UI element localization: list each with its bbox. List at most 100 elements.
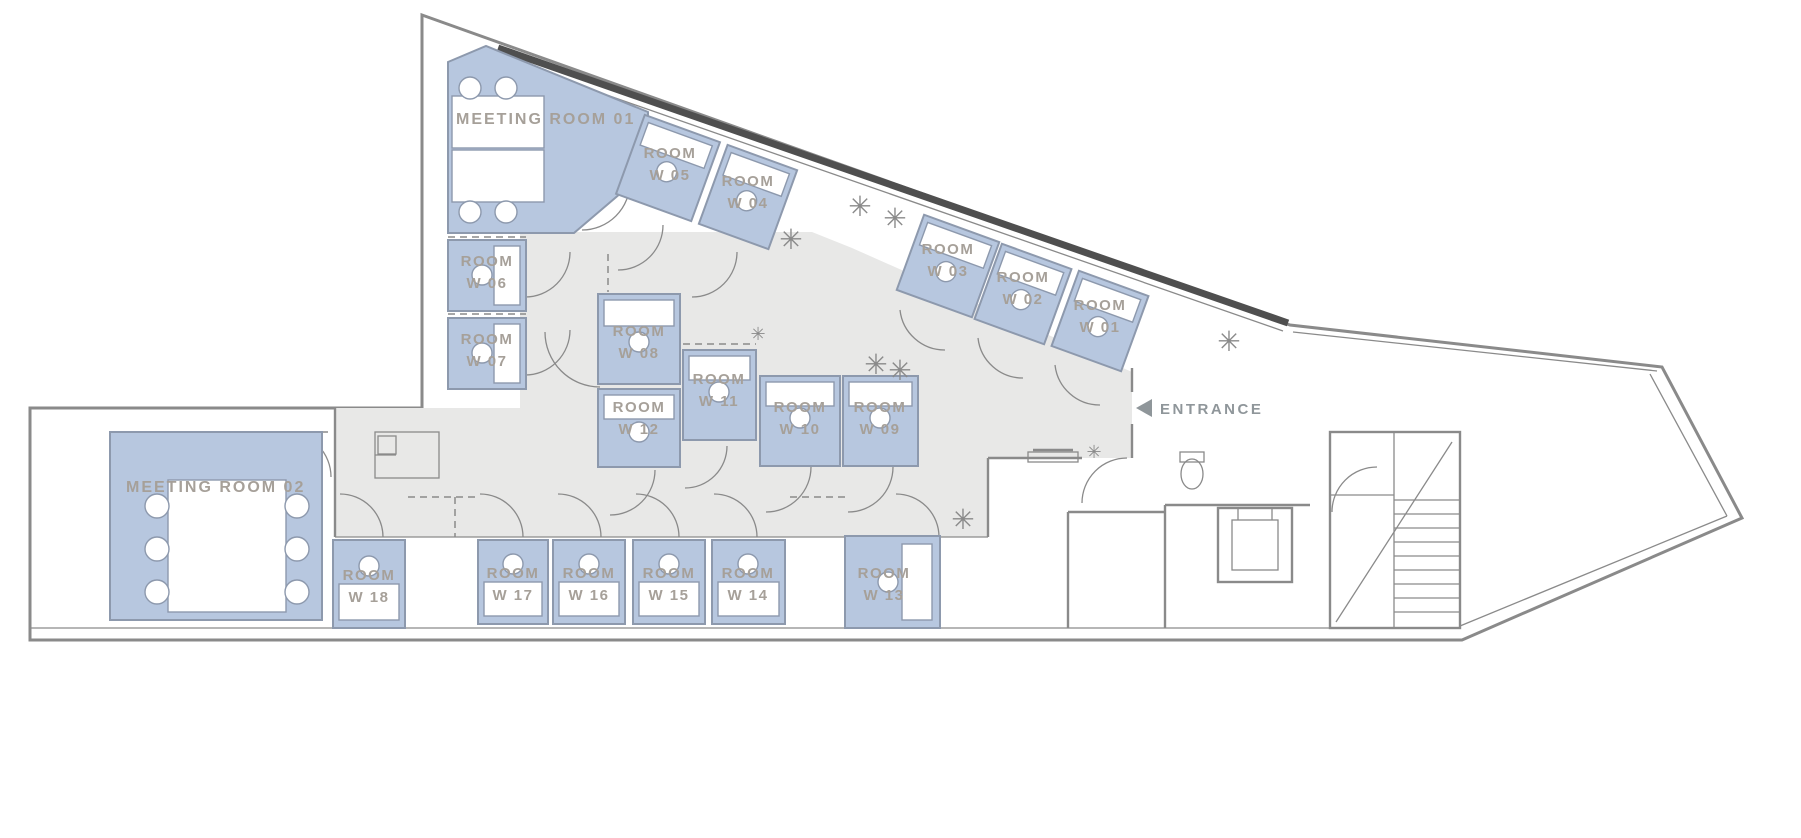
room-number: W 05 [649,167,690,184]
room-w-14[interactable]: ROOM W 14 [711,539,786,625]
meeting-room-02-label: MEETING ROOM 02 [126,479,305,496]
room-number: W 13 [863,587,904,604]
room-label: ROOM [343,567,396,584]
room-w-17[interactable]: ROOM W 17 [477,539,549,625]
room-number: W 02 [1002,291,1043,308]
plant-icon: ✳ [848,190,871,223]
room-w-10[interactable]: ROOM W 10 [759,375,841,467]
room-label: ROOM [774,399,827,416]
window-band [496,44,1290,327]
door-arc [524,329,571,376]
room-number: W 18 [348,589,389,606]
door-arc [339,493,384,538]
wall [1292,331,1658,372]
door-arc [977,337,1024,379]
plant-icon: ✳ [779,223,802,256]
door-arc [609,469,656,516]
room-w-02[interactable]: ROOM W 02 [973,242,1073,346]
meeting-room-01-label: MEETING ROOM 01 [456,111,635,128]
room-number: W 03 [927,263,968,280]
entrance-arrow-icon [1136,399,1152,417]
room-number: W 01 [1079,319,1120,336]
room-w-03[interactable]: ROOM W 03 [895,213,1001,319]
room-number: W 10 [779,421,820,438]
room-number: W 06 [466,275,507,292]
elevator [1216,506,1294,584]
door-arc [691,251,738,298]
room-w-12[interactable]: ROOM W 12 [597,388,681,468]
room-label: ROOM [1074,297,1127,314]
room-number: W 04 [727,195,768,212]
room-w-15[interactable]: ROOM W 15 [632,539,706,625]
room-number: W 12 [618,421,659,438]
stair-run-line [1335,441,1453,623]
door-arc [1081,457,1128,504]
room-label: ROOM [722,565,775,582]
room-label: ROOM [854,399,907,416]
room-w-05[interactable]: ROOM W 05 [614,113,722,223]
closet [374,431,440,479]
plant-icon: ✳ [750,324,765,345]
plant-icon: ✳ [951,503,974,536]
door-arc [1054,364,1101,406]
room-label: ROOM [487,565,540,582]
meeting-room-01[interactable]: MEETING ROOM 01 [447,44,649,234]
door-arc [557,493,602,538]
room-label: ROOM [643,565,696,582]
room-label: ROOM [858,565,911,582]
door-arc [524,251,571,298]
meeting-room-02[interactable]: MEETING ROOM 02 [109,431,323,621]
door-arc [1331,466,1378,513]
room-number: W 07 [466,353,507,370]
room-number: W 16 [568,587,609,604]
room-w-13[interactable]: ROOM W 13 [844,535,941,629]
plant-icon: ✳ [1086,442,1101,463]
room-label: ROOM [693,371,746,388]
entrance-label: ENTRANCE [1160,401,1263,418]
room-label: ROOM [461,331,514,348]
plant-icon: ✳ [1217,325,1240,358]
plant-icon: ✳ [864,348,887,381]
door-arc [635,493,680,538]
room-label: ROOM [563,565,616,582]
room-number: W 14 [727,587,768,604]
room-label: ROOM [922,241,975,258]
room-number: W 11 [699,393,739,410]
room-w-11[interactable]: ROOM W 11 [682,349,757,441]
door-arc [684,445,728,489]
room-w-08[interactable]: ROOM W 08 [597,293,681,385]
door-arc [899,309,946,351]
room-w-07[interactable]: ROOM W 07 [447,317,527,390]
stairwell [1328,430,1462,630]
wall [1459,515,1728,627]
door-arc [713,493,758,538]
room-number: W 15 [648,587,689,604]
room-number: W 08 [618,345,659,362]
room-w-18[interactable]: ROOM W 18 [332,539,406,629]
door-arc [479,493,524,538]
room-label: ROOM [461,253,514,270]
room-w-09[interactable]: ROOM W 09 [842,375,919,467]
reception-counter [1027,448,1079,463]
room-w-06[interactable]: ROOM W 06 [447,239,527,312]
room-w-16[interactable]: ROOM W 16 [552,539,626,625]
room-number: W 17 [492,587,533,604]
door-arc [765,466,812,513]
sink-fixture [1179,451,1205,490]
door-arc [847,466,894,513]
room-label: ROOM [997,269,1050,286]
plant-icon: ✳ [888,354,911,387]
entrance: ENTRANCE [1136,399,1263,418]
door-arc [544,331,601,388]
room-number: W 09 [859,421,900,438]
room-w-04[interactable]: ROOM W 04 [697,143,799,251]
room-label: ROOM [644,145,697,162]
room-w-01[interactable]: ROOM W 01 [1050,269,1150,373]
room-label: ROOM [613,323,666,340]
plant-icon: ✳ [883,202,906,235]
door-arc [617,224,664,271]
room-label: ROOM [722,173,775,190]
room-label: ROOM [613,399,666,416]
